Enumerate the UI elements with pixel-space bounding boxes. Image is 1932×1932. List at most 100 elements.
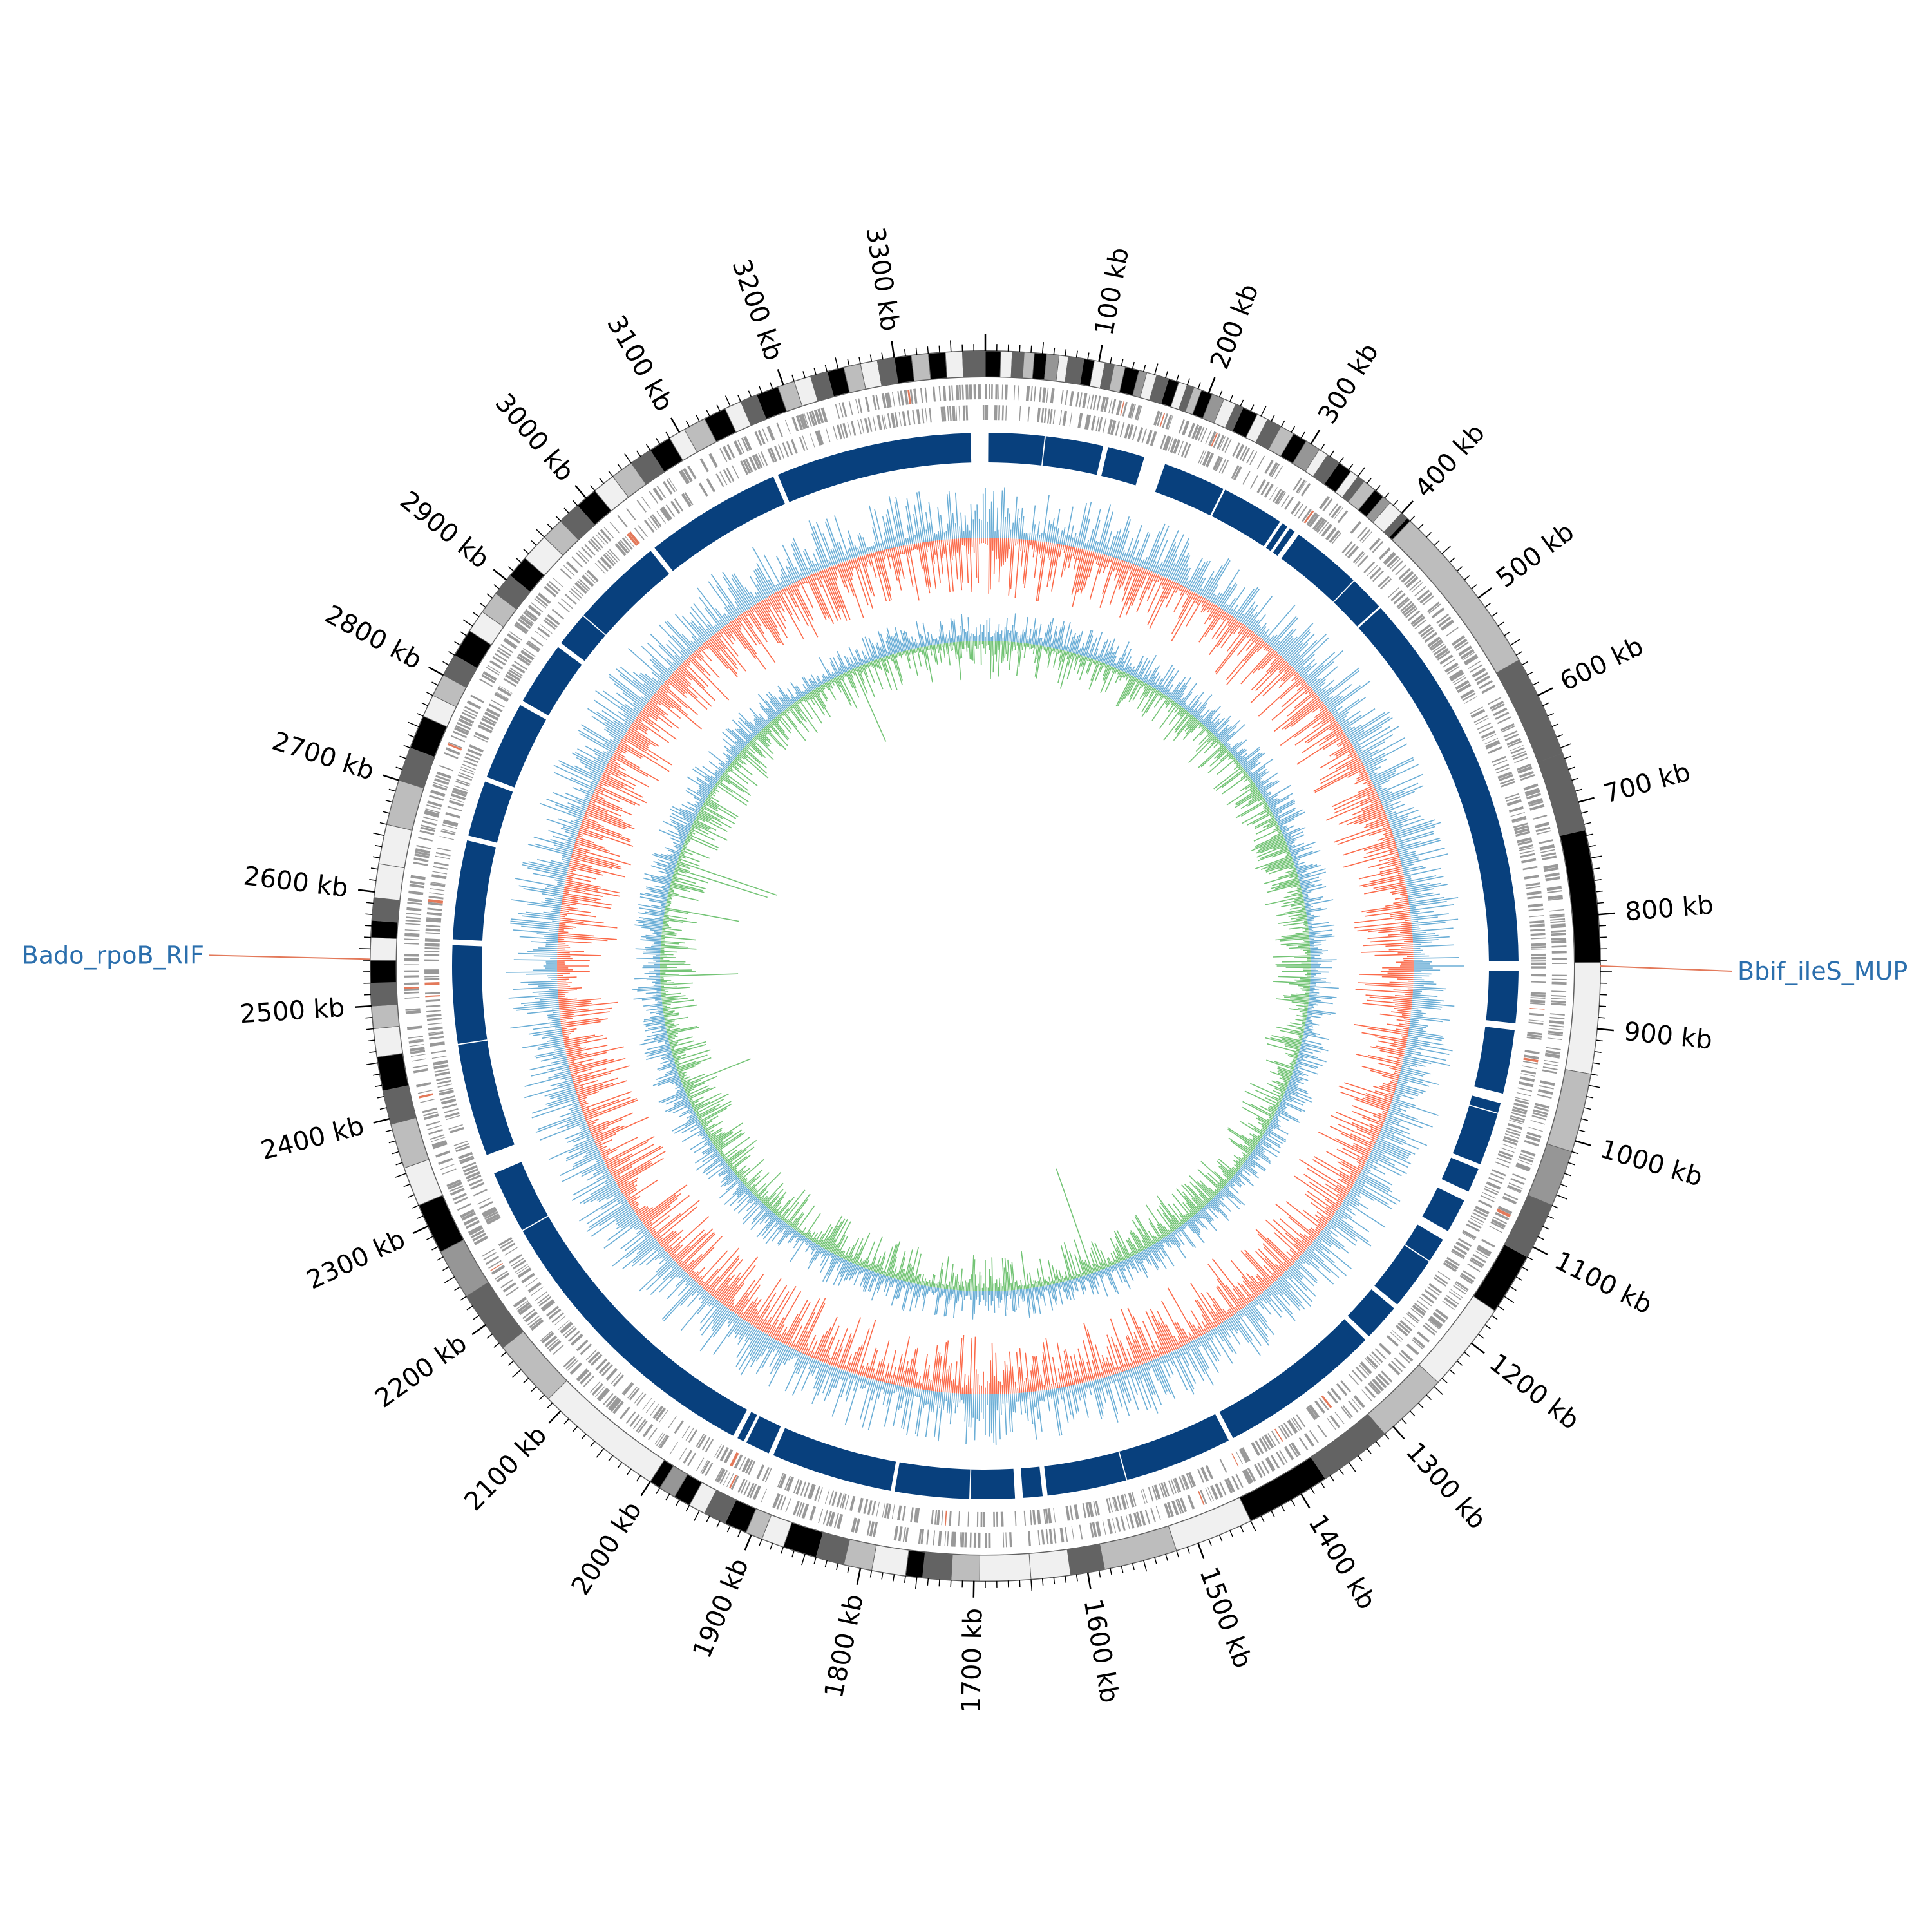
gene-feature [1095, 416, 1100, 431]
gene-feature [1551, 945, 1567, 948]
gene-feature [1527, 895, 1542, 900]
gene-feature [430, 1041, 445, 1045]
scale-tick [383, 811, 390, 814]
scale-tick [891, 341, 895, 358]
gene-feature [1431, 607, 1445, 619]
gene-feature [1211, 432, 1218, 447]
gene-feature [960, 1532, 961, 1548]
alignment-block [1347, 1289, 1394, 1337]
gene-feature [1530, 992, 1546, 995]
gc-content-track [506, 487, 1464, 1445]
gene-feature [449, 1127, 464, 1134]
gene-feature [404, 964, 419, 965]
gene-feature [524, 609, 538, 621]
contig-block [871, 1544, 909, 1577]
scale-tick [454, 641, 461, 646]
gene-feature [1372, 570, 1384, 582]
gene-feature [418, 837, 433, 842]
gene-feature [1106, 1498, 1111, 1513]
gene-feature [1528, 1126, 1543, 1132]
gene-feature [1331, 532, 1342, 545]
gene-feature [513, 1296, 527, 1308]
scale-tick [1240, 1525, 1244, 1533]
gene-feature [1444, 662, 1459, 673]
gene-feature [461, 712, 476, 720]
scale-tick [564, 507, 570, 514]
gene-feature [1497, 771, 1513, 779]
scale-tick [486, 1333, 493, 1339]
gene-feature [495, 1270, 508, 1280]
gene-feature [1276, 1452, 1285, 1466]
scale-tick [726, 1525, 731, 1533]
scale-tick-label: 2200 kb [370, 1329, 472, 1414]
scale-tick-label: 3300 kb [860, 225, 905, 333]
scale-tick-label: 900 kb [1622, 1017, 1714, 1056]
gene-feature [1549, 913, 1565, 917]
gene-feature [1436, 613, 1450, 624]
scale-tick [416, 712, 424, 717]
scale-tick [1409, 1410, 1416, 1417]
gene-feature [1424, 632, 1438, 643]
gene-feature [1435, 648, 1449, 659]
gene-feature [1219, 1459, 1227, 1473]
gene-feature [1361, 531, 1372, 544]
gene-feature [594, 1386, 605, 1397]
gene-feature [749, 1484, 757, 1499]
scale-tick [1515, 651, 1522, 656]
gene-feature [1425, 1322, 1437, 1333]
gene-feature [947, 1531, 949, 1547]
gene-feature [1462, 652, 1475, 661]
gene-feature [634, 527, 645, 540]
scale-tick [1491, 612, 1498, 618]
gene-feature [662, 480, 673, 495]
scale-tick [1132, 1563, 1135, 1571]
scale-tick [493, 569, 507, 581]
gene-feature [1448, 1291, 1462, 1301]
gene-feature [605, 1368, 618, 1381]
gene-feature [1518, 1081, 1534, 1088]
gene-feature [659, 1410, 668, 1423]
gene-feature [1131, 404, 1136, 419]
gene-feature [1331, 505, 1342, 518]
contig-block [378, 824, 413, 869]
gene-feature [1071, 1526, 1075, 1541]
gene-feature [1321, 524, 1332, 537]
scale-tick [1300, 431, 1305, 439]
gene-feature [426, 918, 442, 923]
gene-feature [404, 975, 419, 978]
gene-feature [580, 1372, 592, 1385]
gene-feature [786, 440, 793, 456]
gene-feature [1171, 1500, 1179, 1515]
gene-feature [481, 1249, 495, 1257]
scale-tick [428, 666, 444, 676]
gene-feature [494, 692, 509, 703]
gene-feature [817, 1487, 823, 1502]
gene-feature [404, 929, 420, 931]
gene-feature [466, 753, 480, 761]
gene-feature [1533, 1106, 1549, 1112]
gene-feature [564, 594, 577, 605]
gene-feature [1205, 1464, 1214, 1480]
gene-feature [542, 1300, 556, 1312]
gene-feature [1543, 864, 1558, 869]
gene-feature [1474, 672, 1488, 682]
gene-feature [1198, 1491, 1205, 1506]
gene-feature [1205, 430, 1212, 444]
gene-feature [478, 1201, 493, 1209]
gene-feature [1059, 410, 1063, 425]
alignment-block [895, 1462, 1016, 1499]
gene-feature [498, 1236, 513, 1247]
gene-feature [538, 1296, 552, 1307]
scale-tick [431, 681, 439, 686]
gene-feature [1354, 553, 1366, 565]
alignment-block [1452, 1095, 1501, 1164]
gene-feature [1488, 746, 1502, 754]
gene-feature [422, 816, 438, 822]
gene-feature [507, 633, 521, 644]
gene-feature [948, 385, 951, 401]
scale-tick [608, 470, 614, 477]
gene-feature [1440, 619, 1454, 630]
gene-feature [426, 1121, 441, 1126]
gene-feature [855, 399, 860, 414]
gene-feature [1312, 516, 1324, 531]
